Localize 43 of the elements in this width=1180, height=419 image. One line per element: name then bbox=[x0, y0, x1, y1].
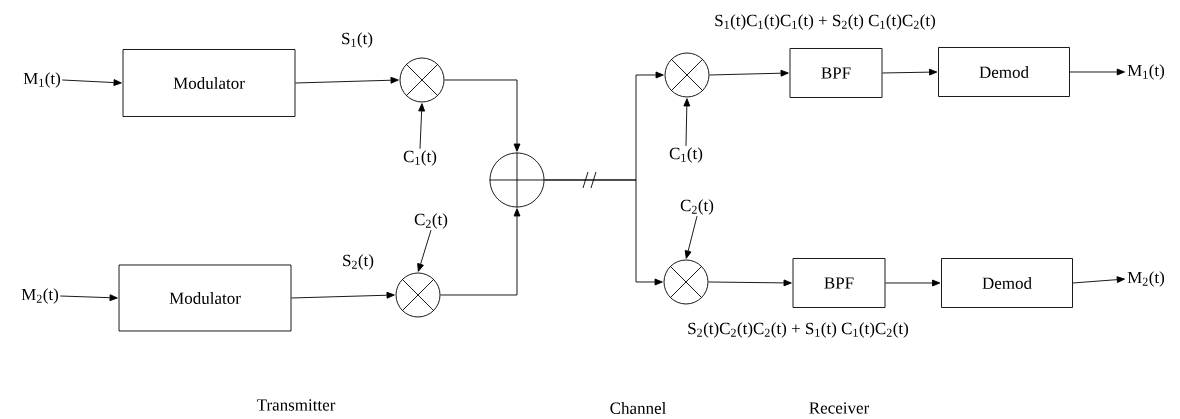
arrow bbox=[1069, 68, 1125, 76]
signal-label: M$_{2}$(t) bbox=[1127, 271, 1165, 287]
arrow bbox=[882, 68, 938, 76]
signal-label: C$_{2}$(t) bbox=[680, 199, 714, 215]
edge-label: S$_{1}$(t) bbox=[340, 31, 374, 49]
block-box: BPF bbox=[789, 48, 883, 98]
arrow bbox=[544, 179, 663, 286]
arrow bbox=[418, 103, 426, 150]
arrow bbox=[59, 294, 118, 302]
block-box: Modulator bbox=[118, 264, 292, 332]
arrow bbox=[440, 208, 521, 296]
arrow bbox=[417, 229, 432, 272]
arrow bbox=[684, 215, 698, 259]
arrow bbox=[61, 79, 122, 86]
annotation: Receiver bbox=[809, 402, 870, 414]
arrow bbox=[291, 291, 395, 299]
mixer-symbol bbox=[663, 259, 709, 305]
signal-label: C$_{1}$(t) bbox=[403, 150, 437, 166]
block-box: Modulator bbox=[122, 49, 296, 117]
arrow bbox=[885, 279, 941, 287]
block-box: BPF bbox=[792, 258, 886, 308]
mixer-symbol bbox=[664, 52, 710, 98]
signal-label: M$_{2}$(t) bbox=[21, 288, 59, 304]
arrow bbox=[444, 79, 521, 152]
annotation: S$_{2}$(t)C$_{2}$(t)C$_{2}$(t) + S$_{1}$(t) C$_{1}$(t)C$_{2}$(t) bbox=[688, 322, 909, 338]
mixer-symbol bbox=[399, 57, 445, 103]
annotation: Transmitter bbox=[256, 399, 336, 411]
edge-label: S$_{2}$(t) bbox=[341, 253, 375, 271]
annotation: S$_{1}$(t)C$_{1}$(t)C$_{1}$(t) + S$_{2}$(t) C$_{1}$(t)C$_{2}$(t) bbox=[715, 14, 936, 30]
arrow bbox=[295, 76, 399, 84]
arrow bbox=[709, 69, 789, 77]
signal-label: C$_{2}$(t) bbox=[414, 213, 448, 229]
arrow bbox=[1072, 276, 1125, 284]
arrow bbox=[708, 279, 792, 287]
mixer-symbol bbox=[395, 272, 441, 318]
signal-label: C$_{1}$(t) bbox=[669, 147, 703, 163]
block-box: Demod bbox=[941, 258, 1073, 308]
arrow bbox=[683, 98, 691, 147]
annotation: Channel bbox=[610, 402, 666, 414]
adder-symbol bbox=[489, 152, 545, 208]
block-box: Demod bbox=[938, 47, 1070, 97]
signal-label: M$_{1}$(t) bbox=[1127, 64, 1165, 80]
signal-label: M$_{1}$(t) bbox=[23, 72, 61, 88]
